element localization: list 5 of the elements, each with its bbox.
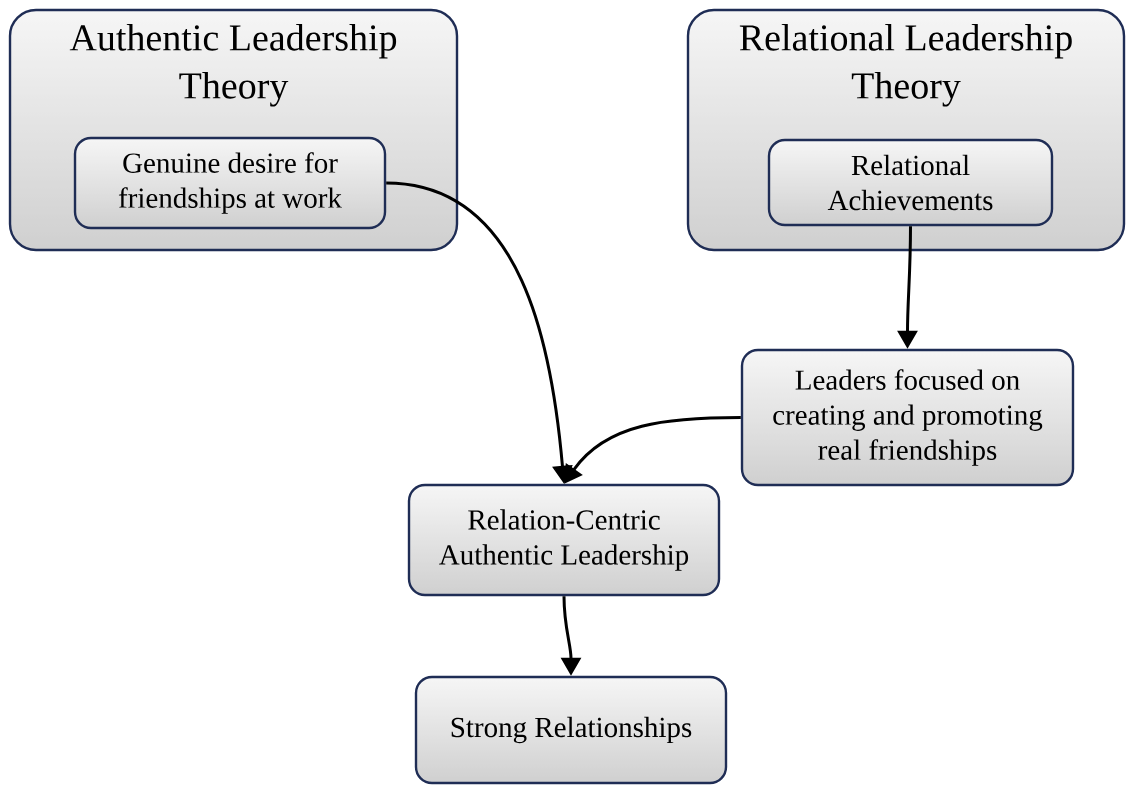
process-box: Genuine desire for friendships at work xyxy=(73,136,387,230)
process-box: Leaders focused on creating and promoting real friendships xyxy=(740,348,1075,487)
process-box: Relational Achievements xyxy=(767,138,1054,227)
process-box: Strong Relationships xyxy=(414,675,728,785)
process-box: Relation-Centric Authentic Leadership xyxy=(407,483,721,597)
